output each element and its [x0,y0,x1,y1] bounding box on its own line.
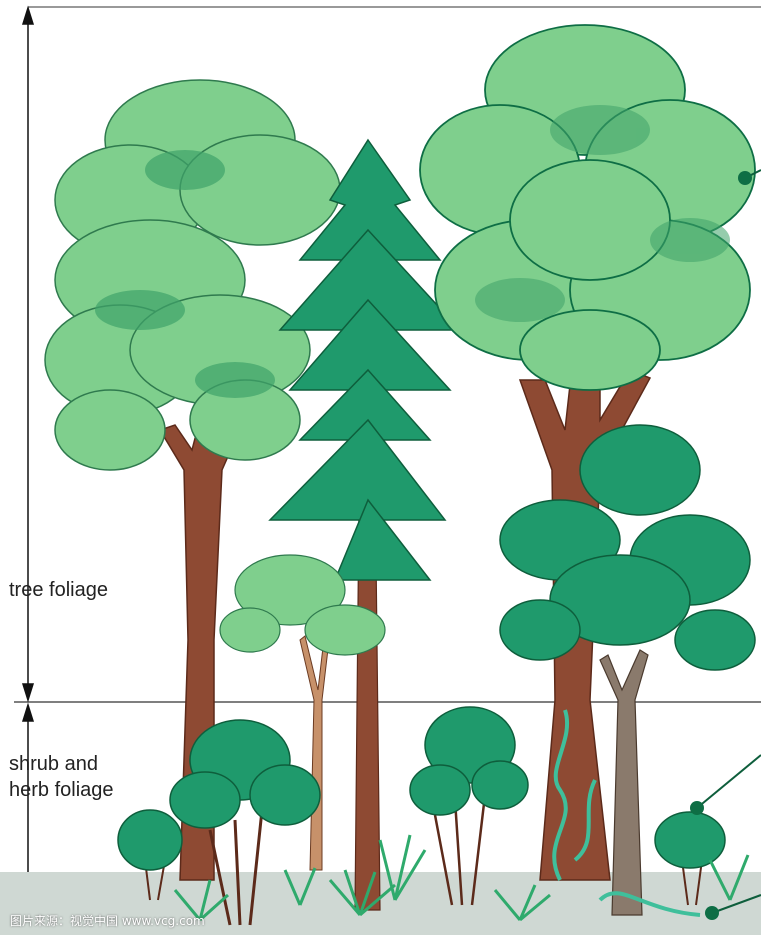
callout-shrub [690,755,761,815]
left-tree-canopy [45,80,340,470]
shrub-herb-foliage-label: shrub and herb foliage [9,751,149,803]
right-tree-canopy [420,25,755,390]
tree-foliage-label: tree foliage [9,577,108,603]
shrub-label-line1: shrub and [9,751,149,777]
watermark-text: 图片来源：视觉中国 www.vcg.com [10,912,205,929]
shrub-label-line2: herb foliage [9,777,149,803]
